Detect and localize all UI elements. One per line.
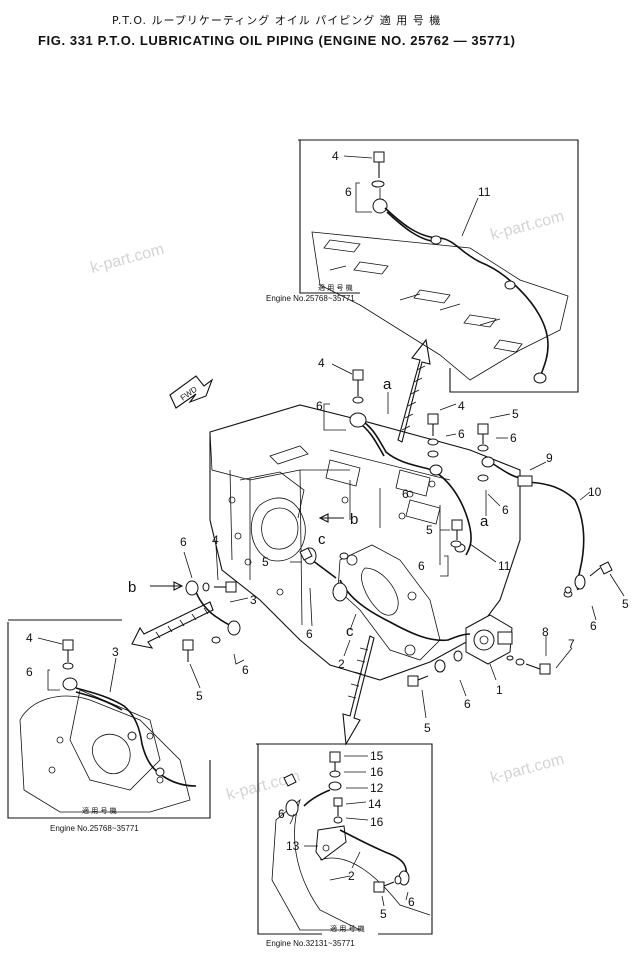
callout-label: 4 [212, 533, 219, 547]
watermark: k-part.com [489, 751, 566, 787]
callout-label: 10 [588, 485, 602, 499]
callout-label: 12 [370, 781, 384, 795]
callout-label: 5 [262, 555, 269, 569]
watermark: k-part.com [225, 768, 302, 804]
callout-label: 6 [306, 627, 313, 641]
top-inset: 4 6 11 適 用 号 機 Engine No.25768~35771 [266, 139, 579, 393]
forward-direction-arrow: FWD [169, 375, 214, 409]
callout-label: 6 [502, 503, 509, 517]
callout-label: 6 [402, 487, 409, 501]
oil-pipes [185, 412, 586, 642]
callout-label: 5 [512, 407, 519, 421]
callout-label: 9 [546, 451, 553, 465]
callout-label: 15 [370, 749, 384, 763]
reference-letter: b [128, 579, 136, 596]
reference-letter: b [350, 511, 358, 528]
callout-label: 6 [345, 185, 352, 199]
watermark: k-part.com [89, 241, 166, 277]
callout-label: 6 [278, 807, 285, 821]
reference-arrow [397, 338, 431, 443]
callout-label: 11 [498, 559, 511, 573]
callout-label: 6 [458, 427, 465, 441]
callout-label: 4 [318, 356, 325, 370]
callout-label: 11 [478, 185, 491, 199]
reference-letter: a [383, 376, 392, 393]
inset-note-japanese: 適 用 号 機 [330, 924, 365, 933]
callout-label: 6 [408, 895, 415, 909]
main-callouts: 4 6 a 4 6 5 6 9 10 6 b c 6 a 11 6 5 b 3 … [128, 356, 629, 735]
watermark: k-part.com [489, 208, 566, 244]
inset-note-engine-range: Engine No.32131~35771 [266, 939, 355, 948]
callout-label: 6 [510, 431, 517, 445]
reference-arrow [131, 601, 214, 649]
callout-label: 1 [496, 683, 503, 697]
reference-letter: c [346, 623, 354, 640]
callout-label: 5 [622, 597, 629, 611]
callout-label: 6 [180, 535, 187, 549]
lubrication-pump [465, 614, 513, 665]
callout-label: 4 [458, 399, 465, 413]
callout-label: 6 [590, 619, 597, 633]
callout-label: 16 [370, 765, 384, 779]
callout-label: 4 [332, 149, 339, 163]
callout-label: 2 [338, 657, 345, 671]
callout-label: 13 [286, 839, 300, 853]
bottom-inset: 15 16 12 14 16 6 13 2 6 5 適 用 号 機 Engine… [256, 743, 433, 948]
inset-note-japanese: 適 用 号 機 [318, 283, 353, 292]
callout-label: 6 [242, 663, 249, 677]
figure-subtitle-japanese: P.T.O. ループリケーティング オイル パイピング 適 用 号 機 [112, 14, 442, 27]
figure-title: FIG. 331 P.T.O. LUBRICATING OIL PIPING (… [38, 33, 516, 48]
callout-label: 16 [370, 815, 384, 829]
inset-note-engine-range: Engine No.25768~35771 [266, 294, 355, 303]
pto-housing [209, 404, 521, 681]
callout-label: 5 [380, 907, 387, 921]
reference-arrow [342, 635, 375, 746]
callout-label: 5 [424, 721, 431, 735]
callout-label: 2 [348, 869, 355, 883]
inset-note-engine-range: Engine No.25768~35771 [50, 824, 139, 833]
callout-label: 7 [568, 637, 575, 651]
callout-label: 14 [368, 797, 382, 811]
reference-letter: a [480, 513, 489, 530]
callout-label: 6 [418, 559, 425, 573]
callout-label: 5 [196, 689, 203, 703]
reference-letter: c [318, 531, 326, 548]
callout-label: 4 [26, 631, 33, 645]
callout-label: 3 [250, 593, 257, 607]
bolts-and-washers [182, 369, 613, 687]
callout-label: 6 [316, 399, 323, 413]
left-inset: 4 6 3 適 用 号 機 Engine No.25768~35771 [7, 619, 211, 833]
callout-label: 6 [26, 665, 33, 679]
callout-label: 5 [426, 523, 433, 537]
reference-arrow-b [150, 513, 344, 591]
callout-label: 6 [464, 697, 471, 711]
inset-note-japanese: 適 用 号 機 [82, 806, 117, 815]
callout-label: 3 [112, 645, 119, 659]
main-leaders [183, 363, 625, 719]
callout-label: 8 [542, 625, 549, 639]
